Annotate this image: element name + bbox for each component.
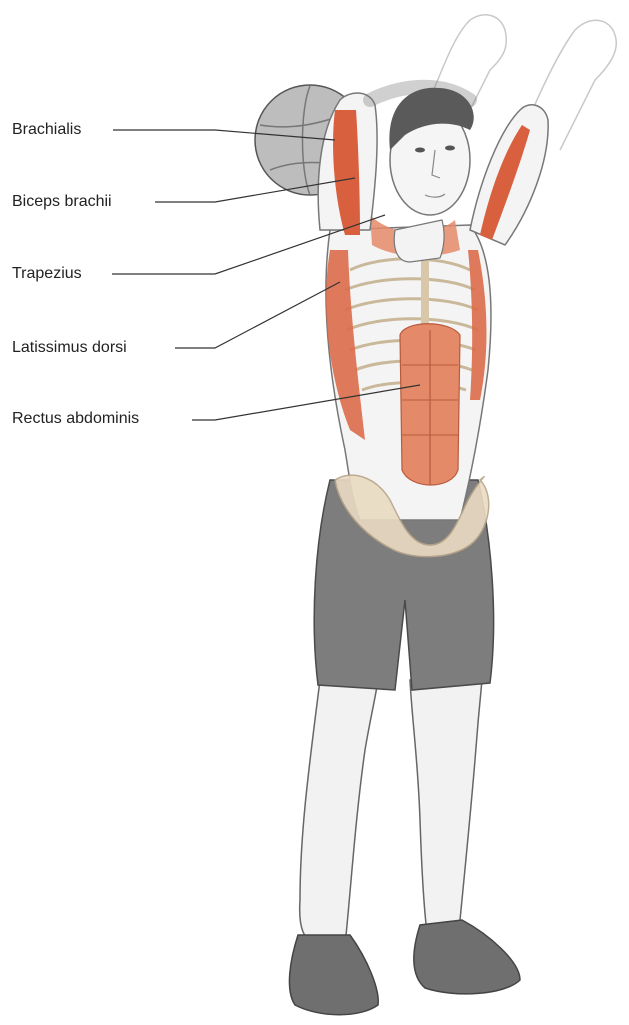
label-brachialis: Brachialis bbox=[12, 121, 81, 139]
label-latissimus-dorsi: Latissimus dorsi bbox=[12, 339, 127, 357]
label-trapezius: Trapezius bbox=[12, 265, 82, 283]
leader-line-latissimus bbox=[175, 282, 340, 348]
legs bbox=[300, 680, 482, 945]
label-rectus-abdominis: Rectus abdominis bbox=[12, 410, 139, 428]
torso bbox=[326, 215, 491, 557]
label-biceps-brachii: Biceps brachii bbox=[12, 193, 112, 211]
rectus-abdominis-shape bbox=[400, 324, 460, 485]
